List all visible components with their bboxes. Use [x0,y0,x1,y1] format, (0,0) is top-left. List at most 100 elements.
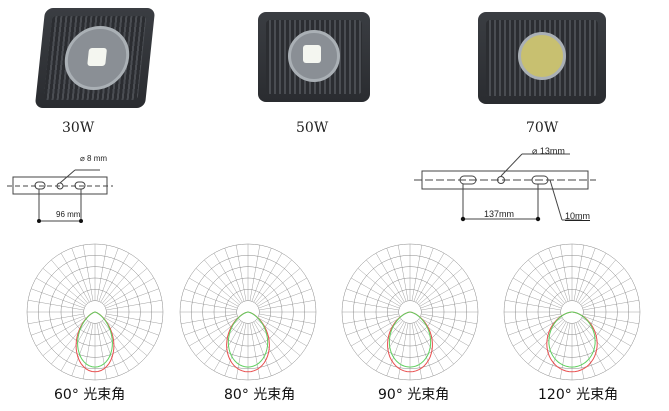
beam-angle-caption: 120° 光束角 [538,387,619,403]
beam-angle-caption: 90° 光束角 [378,387,450,403]
polar-grid-spoke [100,253,130,303]
polar-grid-spoke [255,320,292,365]
polar-grid-spoke [224,248,245,302]
polar-grid-spoke [580,268,625,305]
polar-grid-spoke [417,320,454,365]
power-label: 30W [62,120,95,136]
polar-grid-spoke [36,317,86,347]
polar-grid-spoke [259,299,316,311]
polar-grid-spoke [105,288,159,309]
polar-grid-spoke [259,313,316,325]
polar-grid-spoke [96,244,108,301]
polar-grid-spoke [342,299,399,311]
polar-grid-spoke [397,323,409,380]
polar-grid-spoke [184,288,238,309]
polar-grid-spoke [573,244,585,301]
polar-grid-spoke [102,259,139,304]
polar-grid-spoke [413,322,434,376]
intensity-curve [546,311,598,373]
polar-grid-spoke [98,248,119,302]
polar-grid-spoke [249,323,261,380]
mounting-diagram-small [7,169,113,223]
polar-grid-spoke [82,244,94,301]
polar-grid-spoke [583,313,640,325]
polar-grid-spoke [257,277,307,307]
polar-grid-spoke [102,320,139,365]
polar-grid-spoke [351,317,401,347]
polar-grid-spoke [184,315,238,336]
lamp-70w-image [478,12,606,104]
polar-grid-spoke [548,248,569,302]
polar-grid-spoke [582,315,636,336]
polar-grid-spoke [60,321,90,371]
offset-label: 10mm [565,211,591,221]
polar-grid-spoke [375,253,405,303]
hole-diameter-label: ⌀ 8 mm [80,154,108,163]
polar-grid-spoke [386,248,407,302]
power-label: 50W [296,120,329,136]
hole-spacing-label: 137mm [484,209,515,219]
polar-grid-spoke [100,321,130,371]
intensity-curve [548,311,596,368]
polar-grid-spoke [71,248,92,302]
intensity-curve [77,311,113,368]
polar-grid-spoke [508,288,562,309]
polar-grid-spoke [415,321,445,371]
polar-grid-spoke [513,277,563,307]
polar-grid-spoke [504,299,561,311]
polar-intensity-chart [26,243,164,381]
polar-grid-spoke [251,322,272,376]
polar-grid-spoke [189,277,239,307]
polar-grid-spoke [71,322,92,376]
polar-grid-spoke [235,244,247,301]
polar-grid-spoke [213,253,243,303]
polar-grid-spoke [204,259,241,304]
polar-grid-spoke [104,277,154,307]
polar-grid-spoke [27,313,84,325]
polar-grid-spoke [106,313,163,325]
polar-grid-spoke [418,268,463,305]
polar-grid-spoke [575,322,596,376]
polar-grid-spoke [420,288,474,309]
polar-grid-spoke [579,259,616,304]
lamp-30w-image [34,8,156,108]
polar-grid-spoke [103,319,148,356]
polar-grid-spoke [105,315,159,336]
polar-grid-spoke [204,320,241,365]
polar-grid-spoke [580,319,625,356]
polar-grid-spoke [397,244,409,301]
polar-grid-spoke [418,319,463,356]
polar-grid-spoke [104,317,154,347]
polar-grid-spoke [98,322,119,376]
polar-grid-spoke [519,319,564,356]
hole-diameter-label: ⌀ 13mm [532,146,565,156]
polar-grid-spoke [419,277,469,307]
polar-grid-spoke [255,259,292,304]
polar-grid-spoke [421,299,478,311]
polar-grid-spoke [27,299,84,311]
hole-spacing-label: 96 mm [56,210,81,219]
polar-grid-spoke [537,253,567,303]
polar-grid-spoke [366,259,403,304]
polar-grid-spoke [583,299,640,311]
polar-grid-spoke [258,315,312,336]
polar-grid-spoke [257,317,307,347]
polar-intensity-chart [179,243,317,381]
polar-grid-spoke [106,299,163,311]
polar-grid-spoke [351,277,401,307]
polar-grid-spoke [415,253,445,303]
polar-intensity-chart [341,243,479,381]
polar-grid-spoke [366,320,403,365]
polar-grid-spoke [342,313,399,325]
polar-grid-spoke [42,268,87,305]
polar-grid-spoke [51,320,88,365]
polar-grid-spoke [411,244,423,301]
polar-grid-spoke [180,299,237,311]
polar-grid-spoke [249,244,261,301]
polar-grid-spoke [235,323,247,380]
mounting-diagram-large [414,153,596,222]
polar-grid-spoke [346,315,400,336]
polar-grid-spoke [42,319,87,356]
polar-grid-spoke [548,322,569,376]
polar-grid-spoke [421,313,478,325]
